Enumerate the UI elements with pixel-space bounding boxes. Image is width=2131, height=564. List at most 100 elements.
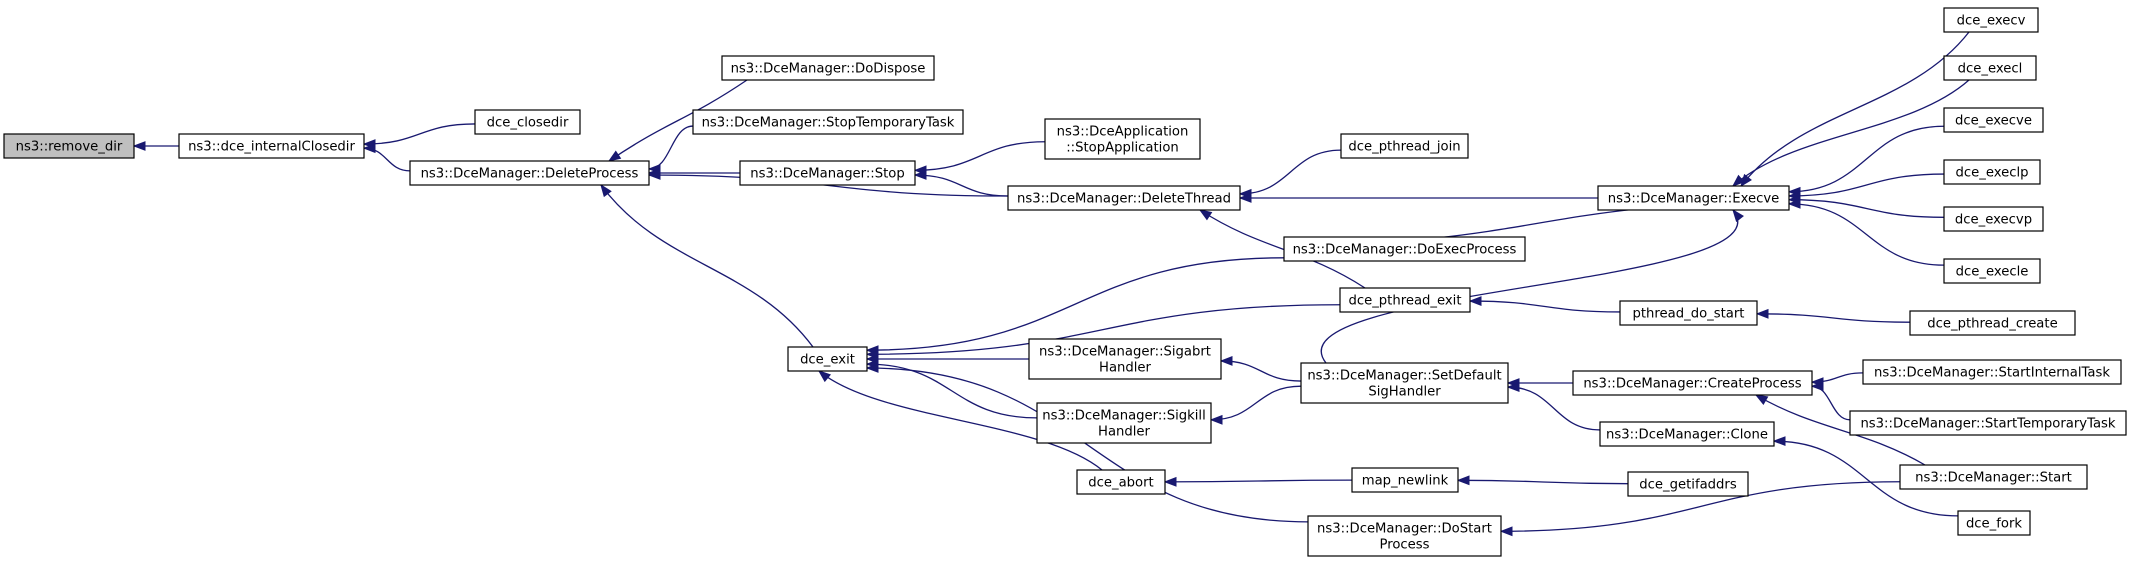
node-label: ns3::DceManager::DeleteProcess	[421, 167, 639, 182]
edge-dce_pthread_join-to-DeleteThread	[1239, 149, 1342, 195]
arrowhead-dce_execl-to-Execve	[1731, 174, 1745, 187]
edge-SetDefaultSigHandler-to-SigabrtHandler	[1220, 360, 1302, 382]
node-pthread_do_start[interactable]: pthread_do_start	[1619, 300, 1758, 326]
node-label: ns3::DceManager::Start	[1915, 471, 2072, 486]
edge-DoStartProcess-to-dce_exit	[866, 367, 1309, 523]
node-box-dce_abort	[1076, 469, 1166, 495]
node-box-dce_internalClosedir	[178, 133, 365, 159]
node-dce_pthread_create[interactable]: dce_pthread_create	[1909, 310, 2076, 336]
node-label: ns3::DceManager::SetDefault	[1307, 369, 1501, 384]
node-label: ns3::DceManager::Execve	[1608, 192, 1780, 207]
node-box-StartInternalTask	[1862, 359, 2122, 385]
node-label: ns3::DceManager::DeleteThread	[1017, 192, 1231, 207]
arrowhead-DeleteThread-to-Stop	[913, 170, 927, 180]
edge-dce_fork-to-Clone	[1773, 440, 1959, 517]
edge-Clone-to-SetDefaultSigHandler	[1507, 386, 1601, 431]
node-label: dce_fork	[1966, 517, 2022, 532]
node-box-DeleteProcess	[409, 160, 650, 186]
node-dce_exit[interactable]: dce_exit	[787, 346, 868, 372]
node-Execve[interactable]: ns3::DceManager::Execve	[1597, 185, 1790, 211]
node-box-Clone	[1599, 421, 1775, 447]
node-box-StopApplication	[1044, 118, 1201, 160]
node-DeleteProcess[interactable]: ns3::DceManager::DeleteProcess	[409, 160, 650, 186]
node-box-SigkillHandler	[1036, 402, 1212, 444]
node-dce_execlp[interactable]: dce_execlp	[1943, 159, 2041, 185]
node-dce_execve[interactable]: dce_execve	[1943, 107, 2044, 133]
node-box-dce_execv	[1943, 7, 2039, 33]
node-dce_abort[interactable]: dce_abort	[1076, 469, 1166, 495]
node-label: ns3::DceManager::DoStart	[1317, 522, 1492, 537]
node-label: dce_exit	[800, 353, 855, 368]
edge-DeleteProcess-to-dce_internalClosedir	[363, 147, 411, 172]
arrowhead-SetDefaultSigHandler-to-Execve	[1732, 208, 1744, 223]
node-DoExecProcess[interactable]: ns3::DceManager::DoExecProcess	[1283, 236, 1526, 262]
edge-DoDispose-to-DeleteProcess	[608, 79, 748, 162]
edge-dce_exit-to-DeleteProcess	[600, 184, 814, 348]
node-box-Execve	[1597, 185, 1790, 211]
node-box-dce_execve	[1943, 107, 2044, 133]
node-dce_execv[interactable]: dce_execv	[1943, 7, 2039, 33]
arrowhead-DoStartProcess-to-dce_exit	[865, 363, 879, 373]
arrowhead-SetDefaultSigHandler-to-SigkillHandler	[1209, 414, 1223, 425]
node-Stop[interactable]: ns3::DceManager::Stop	[739, 160, 916, 186]
edge-dce_getifaddrs-to-map_newlink	[1457, 479, 1629, 485]
arrowhead-dce_fork-to-Clone	[1772, 436, 1786, 447]
edge-Start-to-CreateProcess	[1755, 394, 1926, 466]
node-dce_closedir[interactable]: dce_closedir	[474, 109, 581, 135]
edge-dce_execle-to-Execve	[1788, 203, 1945, 266]
edge-DoExecProcess-to-dce_exit	[866, 257, 1285, 351]
node-label: ns3::DceManager::StopTemporaryTask	[702, 116, 955, 131]
edge-StopApplication-to-Stop	[914, 141, 1046, 171]
node-dce_getifaddrs[interactable]: dce_getifaddrs	[1627, 471, 1749, 497]
edge-SetDefaultSigHandler-to-SigkillHandler	[1210, 385, 1302, 421]
node-box-dce_exit	[787, 346, 868, 372]
node-label: dce_pthread_join	[1348, 140, 1460, 155]
node-StopTemporaryTask[interactable]: ns3::DceManager::StopTemporaryTask	[692, 109, 964, 135]
node-label: ns3::DceManager::StartTemporaryTask	[1860, 417, 2115, 432]
node-dce_fork[interactable]: dce_fork	[1957, 510, 2031, 536]
node-dce_execvp[interactable]: dce_execvp	[1943, 206, 2044, 232]
node-box-StopTemporaryTask	[692, 109, 964, 135]
node-label: dce_execlp	[1955, 166, 2028, 181]
node-dce_execle[interactable]: dce_execle	[1943, 258, 2041, 284]
node-Clone[interactable]: ns3::DceManager::Clone	[1599, 421, 1775, 447]
arrowhead-DeleteProcess-to-dce_internalClosedir	[362, 143, 376, 154]
node-label: dce_pthread_exit	[1348, 294, 1461, 309]
node-dce_internalClosedir[interactable]: ns3::dce_internalClosedir	[178, 133, 365, 159]
node-box-Stop	[739, 160, 916, 186]
node-StartInternalTask[interactable]: ns3::DceManager::StartInternalTask	[1862, 359, 2122, 385]
arrowhead-dce_execle-to-Execve	[1787, 198, 1801, 209]
node-dce_pthread_exit[interactable]: dce_pthread_exit	[1339, 287, 1471, 313]
node-box-SetDefaultSigHandler	[1300, 362, 1509, 404]
edge-SigkillHandler-to-dce_exit	[866, 363, 1038, 419]
node-CreateProcess[interactable]: ns3::DceManager::CreateProcess	[1572, 370, 1813, 396]
node-StartTemporaryTask[interactable]: ns3::DceManager::StartTemporaryTask	[1849, 410, 2127, 436]
node-DeleteThread[interactable]: ns3::DceManager::DeleteThread	[1007, 185, 1241, 211]
node-label: Handler	[1099, 361, 1152, 376]
edge-map_newlink-to-dce_abort	[1164, 479, 1353, 483]
arrowhead-pthread_do_start-to-dce_pthread_exit	[1468, 296, 1482, 306]
node-label: ns3::remove_dir	[16, 140, 123, 155]
arrowhead-Clone-to-SetDefaultSigHandler	[1506, 382, 1520, 393]
node-dce_execl[interactable]: dce_execl	[1943, 55, 2037, 81]
arrowhead-dce_pthread_exit-to-DeleteThread	[1198, 209, 1213, 221]
nodes-layer: ns3::remove_dir ns3::dce_internalClosedir…	[3, 7, 2127, 557]
edge-pthread_do_start-to-dce_pthread_exit	[1469, 300, 1621, 313]
node-box-StartTemporaryTask	[1849, 410, 2127, 436]
node-remove_dir[interactable]: ns3::remove_dir	[3, 133, 135, 159]
node-DoDispose[interactable]: ns3::DceManager::DoDispose	[721, 55, 935, 81]
edge-StartTemporaryTask-to-CreateProcess	[1811, 385, 1851, 421]
node-dce_pthread_join[interactable]: dce_pthread_join	[1340, 133, 1469, 159]
node-Start[interactable]: ns3::DceManager::Start	[1899, 464, 2088, 490]
node-box-DeleteThread	[1007, 185, 1241, 211]
node-label: ns3::DceManager::DoExecProcess	[1293, 243, 1517, 258]
node-box-dce_execle	[1943, 258, 2041, 284]
arrowhead-DoDispose-to-DeleteProcess	[607, 150, 622, 162]
node-StopApplication[interactable]: ns3::DceApplication::StopApplication	[1044, 118, 1201, 160]
node-box-DoExecProcess	[1283, 236, 1526, 262]
node-map_newlink[interactable]: map_newlink	[1351, 467, 1459, 493]
